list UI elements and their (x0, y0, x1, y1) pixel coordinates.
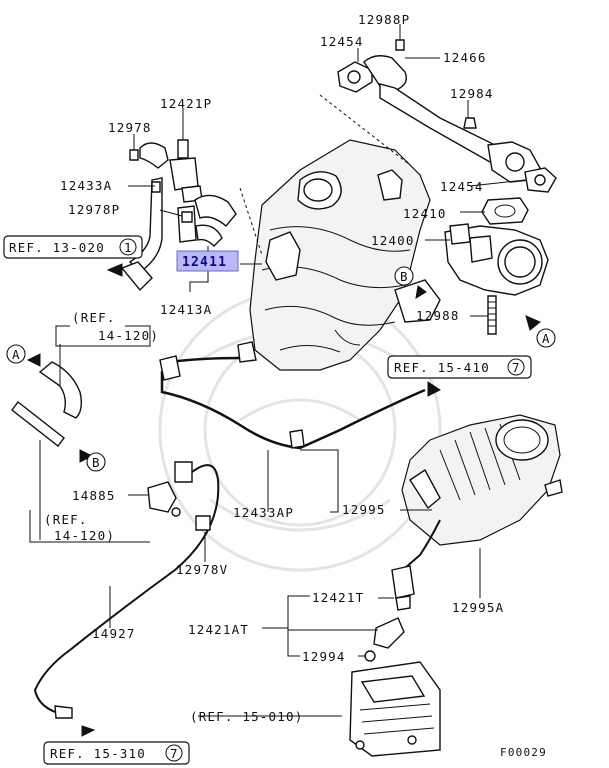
flow-arrows (26, 263, 541, 737)
label-12421at: 12421AT (188, 622, 249, 637)
intake-manifold (249, 139, 441, 371)
solenoid-valve (120, 139, 237, 292)
vacuum-hoses (11, 361, 83, 447)
marker-b-left: B (86, 452, 106, 472)
label-12978p: 12978P (68, 202, 120, 217)
svg-text:A: A (12, 347, 21, 362)
ref-15-310-num: 7 (170, 746, 179, 761)
marker-a-right: A (536, 328, 556, 348)
label-12411: 12411 (182, 255, 227, 270)
label-14927: 14927 (92, 626, 136, 641)
ref-15-310[interactable]: REF. 15-310 7 (43, 741, 190, 765)
ref-15-410-num: 7 (512, 360, 521, 375)
intake-hose (401, 414, 563, 569)
highlight-box (176, 250, 239, 272)
label-12988p: 12988P (358, 12, 410, 27)
egr-pipe (337, 39, 557, 193)
label-12995a: 12995A (452, 600, 504, 615)
marker-b-right: B (394, 266, 414, 286)
sensor-harness (33, 461, 220, 719)
label-12400: 12400 (371, 233, 415, 248)
ref-14-120-top-line1[interactable]: (REF. (72, 310, 116, 325)
ref-13-020-text: REF. 13-020 (9, 240, 105, 255)
label-12421p: 12421P (160, 96, 212, 111)
label-12978: 12978 (108, 120, 152, 135)
label-12978v: 12978V (176, 562, 228, 577)
label-12984: 12984 (450, 86, 494, 101)
figure-code: F00029 (500, 746, 547, 759)
svg-text:B: B (400, 269, 409, 284)
ref-14-120-top-line2[interactable]: 14-120) (98, 328, 159, 343)
label-12433a: 12433A (60, 178, 112, 193)
ref-15-410-text: REF. 15-410 (394, 360, 490, 375)
label-12454-mid: 12454 (440, 179, 484, 194)
ref-13-020-num: 1 (124, 240, 133, 255)
label-12466: 12466 (443, 50, 487, 65)
label-12994: 12994 (302, 649, 346, 664)
solenoid-valve-t (364, 565, 415, 662)
ref-13-020[interactable]: REF. 13-020 1 (3, 235, 143, 259)
label-14885: 14885 (72, 488, 116, 503)
label-12454-top: 12454 (320, 34, 364, 49)
label-12988: 12988 (416, 308, 460, 323)
label-12410: 12410 (403, 206, 447, 221)
label-12421t: 12421T (312, 590, 364, 605)
highlighted-part[interactable]: 12411 (176, 250, 239, 272)
svg-text:B: B (92, 455, 101, 470)
ref-14-120-bot-line1[interactable]: (REF. (44, 512, 88, 527)
vacuum-pipe (159, 341, 426, 450)
ref-15-010[interactable]: (REF. 15-010) (190, 709, 303, 724)
label-12413a: 12413A (160, 302, 212, 317)
leader-lines (29, 24, 526, 717)
marker-a-left: A (6, 344, 26, 364)
ref-14-120-bot-line2[interactable]: 14-120) (54, 528, 115, 543)
dashed-routes (239, 94, 411, 256)
ref-15-410[interactable]: REF. 15-410 7 (387, 355, 532, 379)
svg-text:A: A (542, 331, 551, 346)
label-12433ap: 12433AP (233, 505, 294, 520)
throttle-body (444, 197, 549, 335)
airflow-meter (349, 661, 441, 757)
label-12995: 12995 (342, 502, 386, 517)
ref-15-310-text: REF. 15-310 (50, 746, 146, 761)
